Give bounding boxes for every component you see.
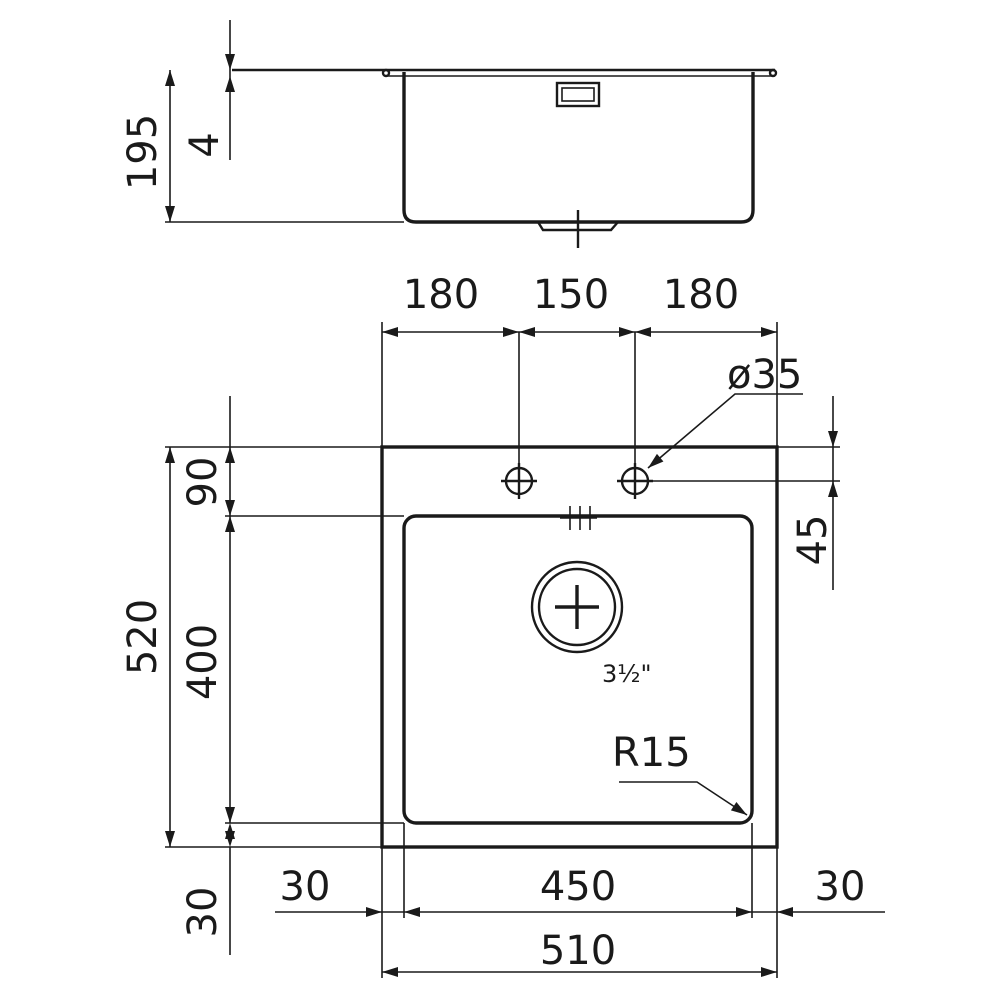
overall-depth-label: 520 (120, 599, 166, 675)
tap-hole-diameter-leader (647, 393, 803, 469)
tap-hole-right (617, 463, 653, 499)
tap-spacing-middle-label: 150 (533, 272, 609, 318)
tap-hole-diameter-label: ø35 (727, 352, 802, 398)
overflow-slot (555, 81, 601, 108)
bowl-profile (402, 72, 755, 224)
back-ledge-label: 90 (180, 457, 226, 508)
bowl-depth-label: 400 (180, 624, 226, 700)
tap-spacing-left-label: 180 (403, 272, 479, 318)
front-ledge-label: 30 (180, 887, 226, 938)
sink-outline (380, 445, 779, 849)
corner-radius-leader (619, 781, 748, 816)
tap-hole-left (501, 463, 537, 499)
waste-size-label: 3½" (602, 660, 652, 688)
tap-hole-offset-label: 45 (790, 515, 836, 566)
corner-radius-label: R15 (612, 730, 691, 776)
rim-edge-right (768, 68, 778, 78)
depth-label: 195 (120, 114, 166, 190)
tap-spacing-right-label: 180 (663, 272, 739, 318)
overflow-marker (560, 506, 597, 530)
side-right-label: 30 (815, 864, 866, 910)
rim-edge-left (381, 68, 391, 78)
top-view: 3½" R15 180 150 180 ø35 45 (120, 272, 885, 978)
overall-width-label: 510 (540, 928, 616, 974)
bowl-outline (402, 514, 754, 825)
side-view: 195 4 (120, 20, 778, 248)
bowl-width-label: 450 (540, 864, 616, 910)
side-left-label: 30 (280, 864, 331, 910)
rim-thickness-label: 4 (182, 132, 228, 157)
waste-drain (530, 560, 624, 654)
